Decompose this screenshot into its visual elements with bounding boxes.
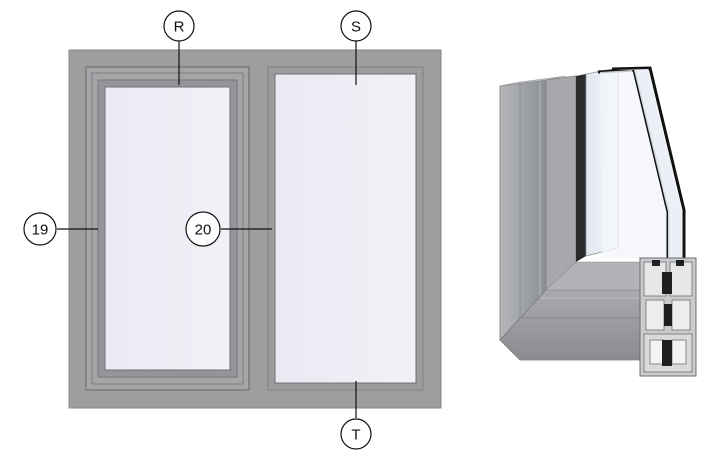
callout-s: S (340, 10, 372, 42)
callout-s-label: S (351, 19, 361, 36)
right-glass-pane (274, 73, 417, 384)
leader-lines (57, 41, 357, 418)
profile-corner-section (499, 66, 697, 377)
callout-19: 19 (23, 212, 57, 246)
callout-20: 20 (185, 211, 221, 247)
profile-cross-section (639, 257, 697, 377)
callout-t-label: T (351, 427, 360, 444)
callout-r: R (163, 10, 195, 42)
callout-r-label: R (174, 19, 185, 36)
callout-20-label: 20 (195, 222, 212, 239)
profile-sash-vertical (545, 75, 577, 291)
callout-19-label: 19 (32, 222, 49, 239)
callout-t: T (340, 418, 372, 450)
